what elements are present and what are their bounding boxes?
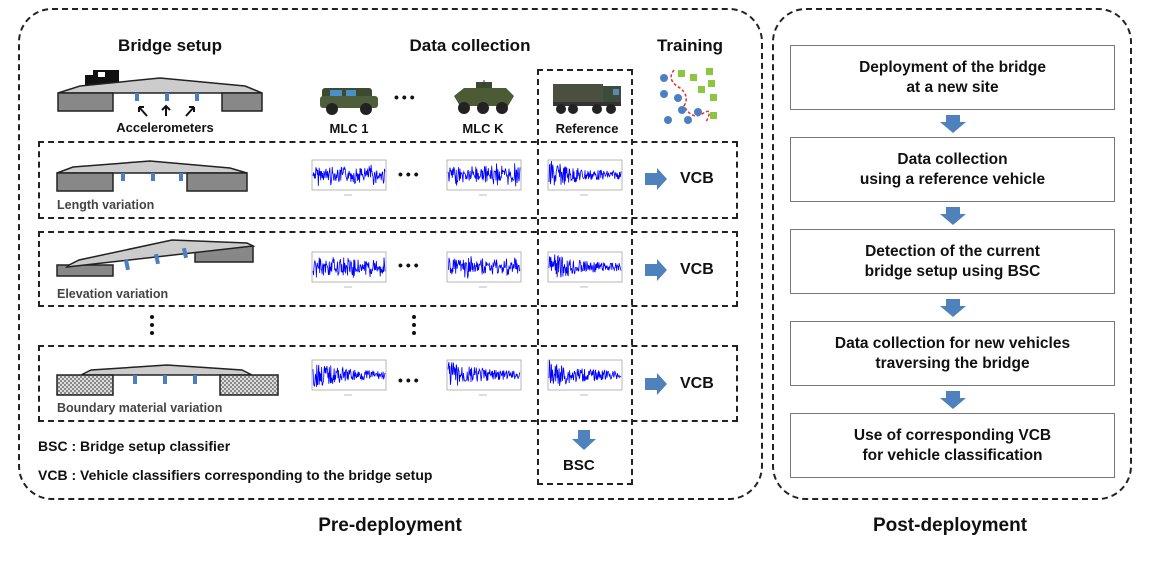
bridge-illustration (57, 70, 263, 117)
arrow-down-icon (940, 299, 966, 317)
signal-plot-reference (547, 159, 623, 196)
signal-trace (447, 163, 521, 187)
post-step-3: Detection of the current bridge setup us… (790, 229, 1115, 294)
pre-deployment-title: Pre-deployment (318, 515, 462, 536)
vcb-output-elevation: VCB (680, 261, 714, 278)
row-label-length: Length variation (57, 198, 155, 212)
armored-vehicle-icon (454, 80, 514, 114)
bsc-output: BSC (563, 457, 595, 474)
post-step-4: Data collection for new vehicles travers… (790, 321, 1115, 386)
vehicle-label-mlc-k: MLC K (462, 121, 504, 136)
arrow-right-icon (645, 168, 667, 190)
training-scatter-icon (660, 68, 717, 124)
row-elevation-variation (38, 231, 738, 307)
vcb-output-length: VCB (680, 170, 714, 187)
arrow-right-icon (645, 373, 667, 395)
signal-trace (312, 364, 386, 388)
legend-bsc: BSC : Bridge setup classifier (38, 438, 231, 454)
signal-trace (447, 361, 521, 386)
signal-plot-mlc-1 (311, 159, 387, 196)
signal-plot-mlc-1 (311, 251, 387, 288)
ellipsis: ••• (398, 372, 422, 388)
ellipsis: ••• (394, 89, 418, 105)
bridge-boundary-material-icon (56, 364, 279, 396)
row-boundary-material-variation (38, 345, 738, 422)
signal-trace (312, 164, 386, 186)
ellipsis: ••• (398, 166, 422, 182)
bridge-elevation-variation-icon (56, 239, 256, 277)
post-deployment-panel (772, 8, 1132, 500)
accelerometer-icon (165, 93, 169, 101)
data-collection-header: Data collection (409, 36, 531, 55)
accelerometer-icon (195, 93, 199, 101)
signal-plot-mlc-k (446, 359, 522, 396)
post-step-5: Use of corresponding VCB for vehicle cla… (790, 413, 1115, 478)
row-length-variation (38, 141, 738, 219)
arrow-down-icon (940, 207, 966, 225)
post-step-2: Data collection using a reference vehicl… (790, 137, 1115, 202)
reference-column-box (537, 69, 633, 485)
truck-icon (553, 84, 621, 114)
vcb-output-boundary: VCB (680, 375, 714, 392)
accelerometers-label: Accelerometers (116, 120, 214, 135)
signal-trace (312, 257, 386, 278)
row-label-elevation: Elevation variation (57, 287, 169, 301)
post-deployment-title: Post-deployment (872, 515, 1028, 536)
vertical-ellipsis (150, 315, 154, 335)
ellipsis: ••• (398, 257, 422, 273)
accelerometer-icon (135, 93, 139, 101)
arrow-down-icon (940, 115, 966, 133)
arrow-down-icon (572, 430, 596, 450)
bridge-setup-header: Bridge setup (118, 36, 222, 55)
vertical-ellipsis (412, 315, 416, 335)
arrow-right-icon (645, 259, 667, 281)
signal-trace (548, 360, 622, 386)
signal-trace (548, 160, 622, 186)
signal-plot-mlc-k (446, 159, 522, 196)
signal-plot-reference (547, 359, 623, 396)
row-label-boundary: Boundary material variation (57, 401, 223, 415)
signal-trace (447, 256, 521, 279)
pre-deployment-panel (18, 8, 763, 500)
legend-vcb: VCB : Vehicle classifiers corresponding … (38, 467, 433, 483)
arrow-down-icon (940, 391, 966, 409)
signal-plot-reference (547, 251, 623, 288)
jeep-icon (320, 88, 378, 115)
post-step-1: Deployment of the bridge at a new site (790, 45, 1115, 110)
vehicle-label-reference: Reference (555, 121, 619, 136)
signal-plot-mlc-k (446, 251, 522, 288)
training-header: Training (656, 36, 724, 55)
signal-plot-mlc-1 (311, 359, 387, 396)
bridge-length-variation-icon (56, 160, 248, 192)
vehicle-label-mlc-1: MLC 1 (329, 121, 369, 136)
signal-trace (548, 254, 622, 278)
